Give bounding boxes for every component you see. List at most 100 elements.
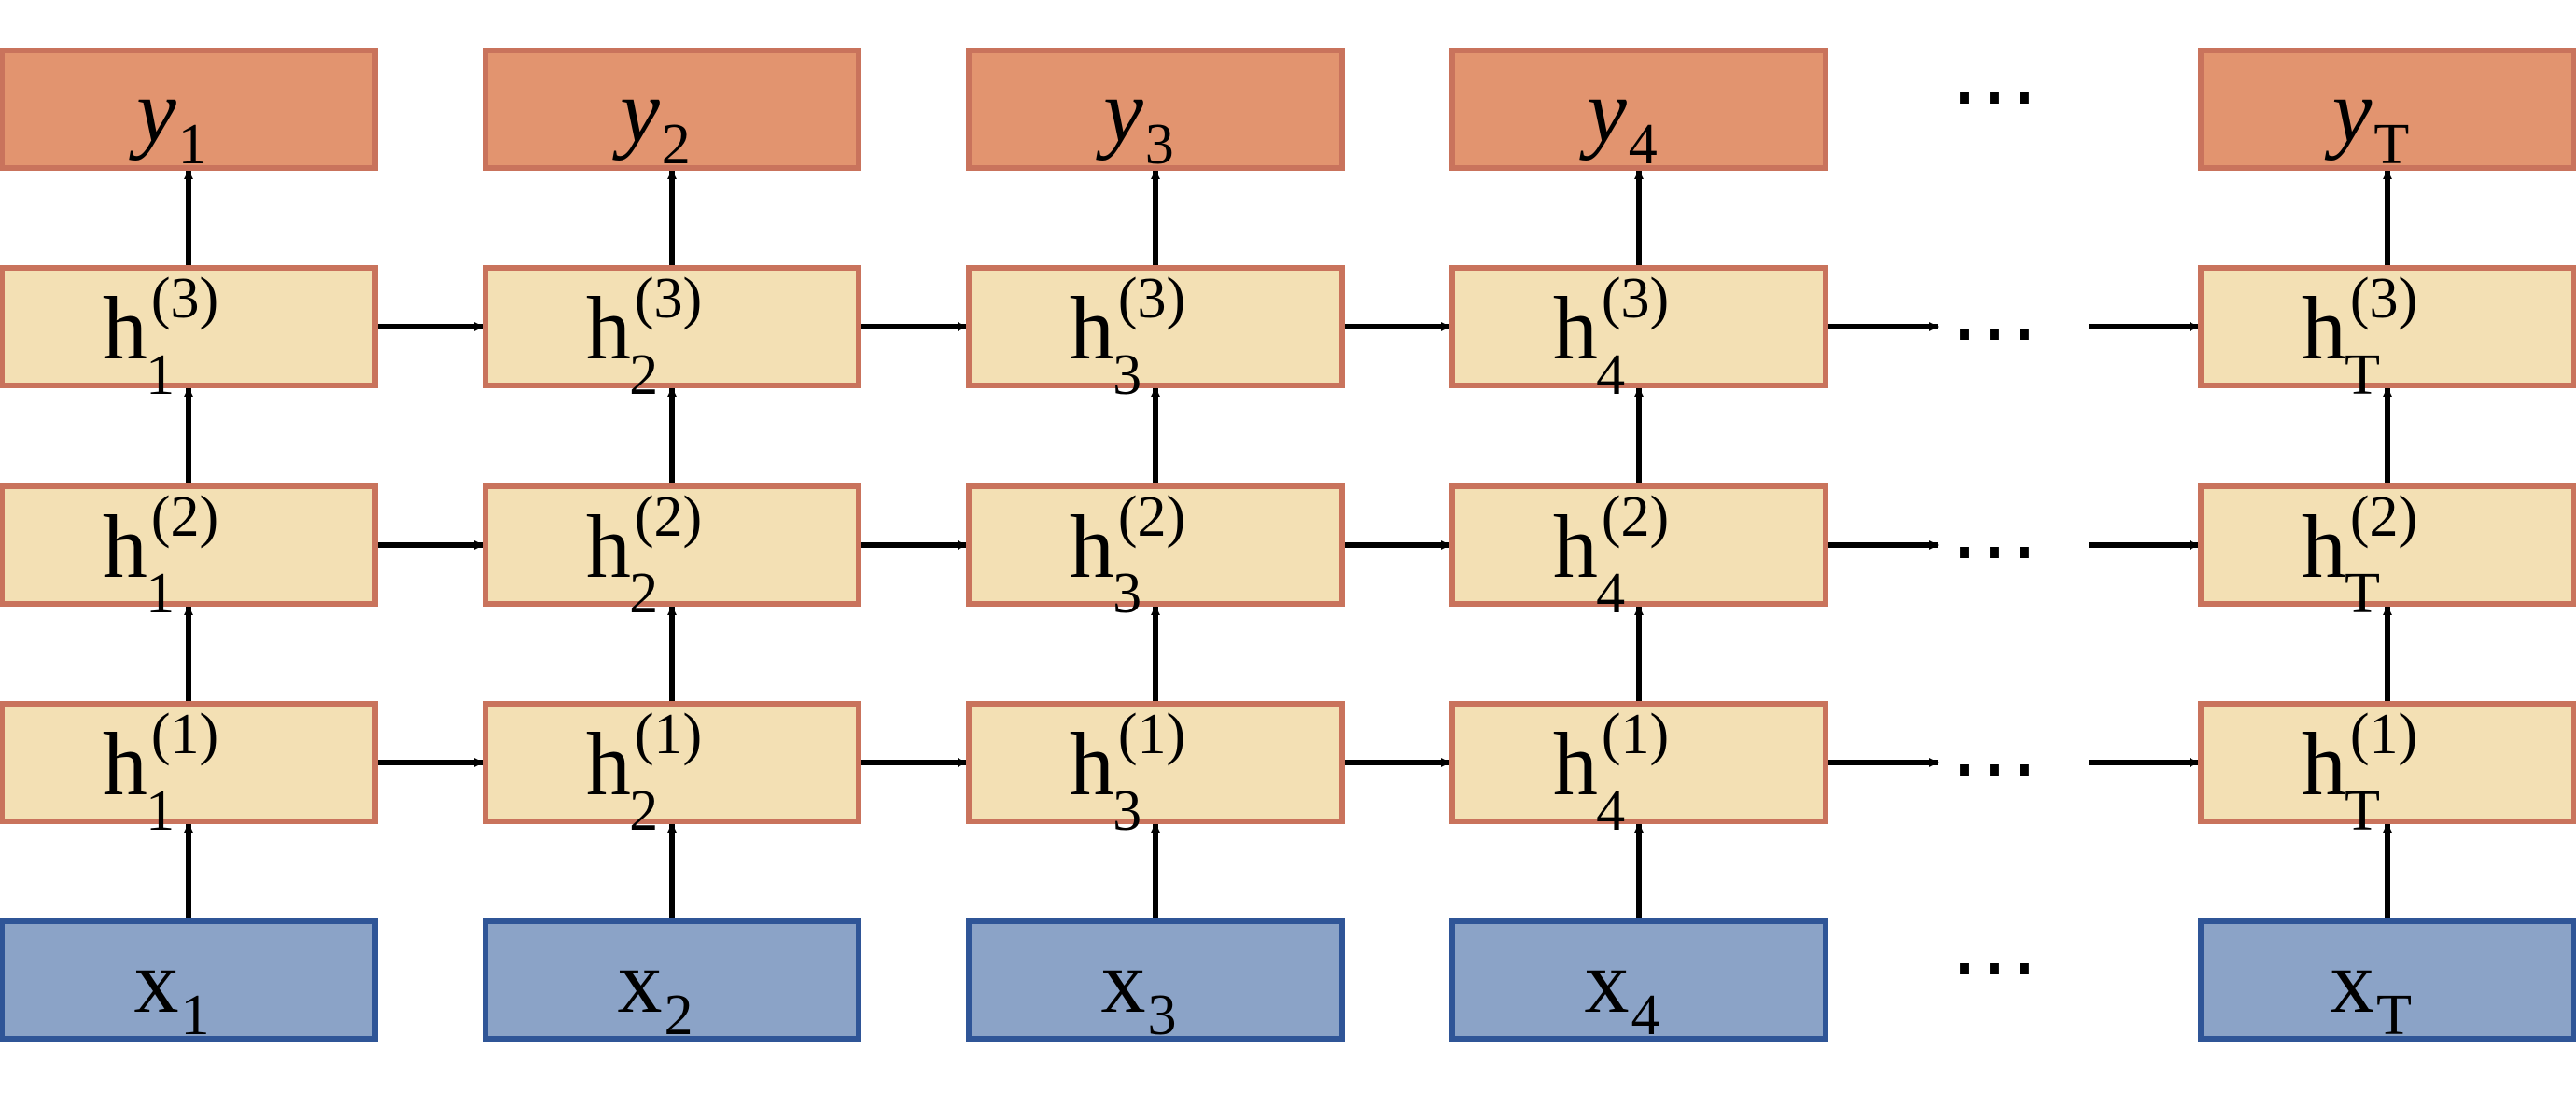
hidden-box-h3-layer3 (966, 265, 1345, 388)
input-label-x1-subscript: 1 (181, 984, 210, 1047)
hidden-label-h1-layer1: h(1)1 (103, 703, 218, 843)
hidden-label-h2-layer2: h(2)2 (586, 485, 702, 625)
input-label-x4-subscript: 4 (1631, 984, 1660, 1047)
hidden-label-h3-layer2-subscript: 3 (1113, 562, 1141, 625)
input-box-xT (2198, 918, 2576, 1042)
hidden-label-h3-layer2-base: h (1070, 497, 1114, 596)
hidden-label-h1-layer3: h(3)1 (103, 267, 218, 407)
hidden-label-hT-layer2-base: h (2302, 497, 2346, 596)
hidden-label-h3-layer3-superscript: (3) (1118, 267, 1185, 330)
output-box-yT (2198, 48, 2576, 171)
input-label-x2-subscript: 2 (665, 984, 693, 1047)
hidden-label-h2-layer3: h(3) 2 (586, 267, 702, 407)
hidden-box-h2-layer2 (483, 483, 861, 607)
hidden-box-h2-layer3 (483, 265, 861, 388)
output-label-yT: yT (2324, 61, 2409, 176)
hidden-box-h1-layer2 (0, 483, 378, 607)
hidden-label-h4-layer3: h(3) 4 (1553, 267, 1669, 407)
hidden-label-h4-layer1: h(1) 4 (1553, 703, 1669, 843)
input-label-x3-base: x (1101, 931, 1146, 1031)
hidden-box-h1-layer3 (0, 265, 378, 388)
hidden-box-h1-layer1 (0, 701, 378, 824)
hidden-label-h3-layer2-superscript: (2) (1118, 485, 1185, 549)
hidden-label-hT-layer1: h(1)T (2302, 703, 2417, 843)
output-label-y1-subscript: 1 (178, 113, 207, 176)
output-label-yT-base: y (2324, 61, 2373, 161)
hidden-label-hT-layer1-base: h (2302, 714, 2346, 814)
input-label-x1: x1 (134, 931, 210, 1047)
hidden-label-h2-layer2-superscript: (2) (635, 485, 702, 549)
input-label-x3: x3 (1101, 931, 1177, 1047)
output-box-y4 (1449, 48, 1828, 171)
hidden-label-hT-layer3: h(3)T (2302, 267, 2417, 407)
hidden-label-h2-layer1-base: h (586, 714, 631, 814)
hidden-label-h1-layer1-base: h (103, 714, 147, 814)
hidden-label-hT-layer3-subscript: T (2345, 343, 2380, 407)
arrows-layer (184, 170, 2392, 918)
hidden-label-h3-layer1-base: h (1070, 714, 1114, 814)
output-box-y2 (483, 48, 861, 171)
hidden-label-h4-layer2-subscript: 4 (1596, 562, 1625, 625)
hidden-label-h4-layer1-base: h (1553, 714, 1598, 814)
hidden-box-h4-layer3 (1449, 265, 1828, 388)
ellipsis-layer1-row: ⋯ (1950, 718, 2049, 818)
output-label-y4-subscript: 4 (1629, 113, 1658, 176)
hidden-label-h1-layer2: h(2)1 (103, 485, 218, 625)
hidden-box-h3-layer2 (966, 483, 1345, 607)
hidden-label-hT-layer2-superscript: (2) (2350, 485, 2417, 549)
hidden-label-h3-layer1: h(1) 3 (1070, 703, 1185, 843)
hidden-label-h1-layer3-base: h (103, 278, 147, 378)
hidden-label-h1-layer2-base: h (103, 497, 147, 596)
hidden-label-h3-layer2: h(2) 3 (1070, 485, 1185, 625)
boxes-layer: y1h(3)1h(2)1h(1)1x1y2h(3)2h(2)2h(1)2x2y3… (0, 48, 2576, 1047)
input-label-x3-subscript: 3 (1148, 984, 1177, 1047)
input-label-xT-subscript: T (2376, 984, 2412, 1047)
output-label-y1: y1 (128, 61, 207, 176)
hidden-box-h2-layer1 (483, 701, 861, 824)
hidden-label-h4-layer1-superscript: (1) (1602, 703, 1669, 766)
hidden-label-h4-layer3-subscript: 4 (1596, 343, 1625, 407)
hidden-label-h4-layer3-superscript: (3) (1602, 267, 1669, 330)
hidden-box-hT-layer1 (2198, 701, 2576, 824)
hidden-label-hT-layer2-subscript: T (2345, 562, 2380, 625)
hidden-label-h2-layer1: h(1)2 (586, 703, 702, 843)
hidden-label-h2-layer3-base: h (586, 278, 631, 378)
hidden-label-h4-layer2: h(2) 4 (1553, 485, 1669, 625)
ellipsis-layer3-row: ⋯ (1950, 282, 2049, 382)
hidden-label-h4-layer1-subscript: 4 (1596, 779, 1625, 843)
hidden-label-h4-layer3-base: h (1553, 278, 1598, 378)
hidden-label-h2-layer2-subscript: 2 (629, 562, 658, 625)
hidden-label-h1-layer2-superscript: (2) (151, 485, 218, 549)
input-label-x2: x2 (618, 931, 693, 1047)
hidden-label-h3-layer1-subscript: 3 (1113, 779, 1141, 843)
hidden-box-hT-layer2 (2198, 483, 2576, 607)
hidden-label-h3-layer3-base: h (1070, 278, 1114, 378)
hidden-label-h1-layer1-subscript: 1 (146, 779, 175, 843)
output-label-y4: y4 (1578, 61, 1658, 176)
hidden-label-h4-layer2-superscript: (2) (1602, 485, 1669, 549)
hidden-label-h2-layer3-superscript: (3) (635, 267, 702, 330)
hidden-label-h2-layer3-subscript: 2 (629, 343, 658, 407)
ellipsis-layer: ⋯⋯⋯⋯⋯ (1950, 46, 2049, 1016)
output-label-y2-subscript: 2 (662, 113, 691, 176)
input-box-x2 (483, 918, 861, 1042)
hidden-label-h3-layer1-superscript: (1) (1118, 703, 1185, 766)
hidden-box-h4-layer2 (1449, 483, 1828, 607)
output-label-y3-base: y (1095, 61, 1143, 161)
hidden-label-hT-layer1-subscript: T (2345, 779, 2380, 843)
ellipsis-layer2-row: ⋯ (1950, 500, 2049, 600)
hidden-label-hT-layer2: h(2) T (2302, 485, 2417, 625)
ellipsis-input-row: ⋯ (1950, 917, 2049, 1016)
hidden-label-h1-layer3-superscript: (3) (151, 267, 218, 330)
input-box-x4 (1449, 918, 1828, 1042)
hidden-label-h2-layer1-subscript: 2 (629, 779, 658, 843)
output-box-y1 (0, 48, 378, 171)
input-label-xT-base: x (2330, 931, 2374, 1031)
output-label-y3: y3 (1095, 61, 1174, 176)
hidden-label-h3-layer3-subscript: 3 (1113, 343, 1141, 407)
output-box-y3 (966, 48, 1345, 171)
hidden-label-h4-layer2-base: h (1553, 497, 1598, 596)
input-label-x4: x4 (1585, 931, 1660, 1047)
input-label-x2-base: x (618, 931, 663, 1031)
hidden-label-h3-layer3: h(3) 3 (1070, 267, 1185, 407)
